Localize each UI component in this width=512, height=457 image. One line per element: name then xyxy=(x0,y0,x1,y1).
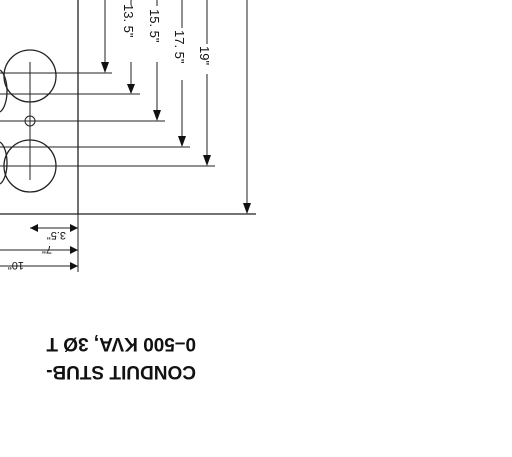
dim-text-13-5: 13. 5" xyxy=(121,4,136,38)
dim-text-15-5: 15. 5" xyxy=(147,9,162,43)
dim-arrow-3-5-left xyxy=(30,224,38,232)
conduit-circle-left-lower xyxy=(0,141,8,185)
title-line-1: CONDUIT STUB- xyxy=(46,361,196,382)
dim-text-7: 7" xyxy=(42,243,52,255)
dim-text-17-5: 17. 5" xyxy=(172,30,187,64)
title-line-2: 0–500 KVA, 3Ø T xyxy=(46,333,196,354)
dim-arrow-17-5 xyxy=(178,136,186,147)
dim-text-19: 19" xyxy=(197,46,212,65)
dim-arrow-15-5 xyxy=(153,110,161,121)
dim-arrow-19 xyxy=(203,155,211,166)
dim-arrow-partial xyxy=(101,62,109,73)
dim-arrow-10-right xyxy=(70,262,78,270)
dim-arrow-7-right xyxy=(70,246,78,254)
dim-arrow-overall xyxy=(243,203,251,214)
dim-arrow-13-5 xyxy=(127,84,135,94)
dim-text-10: 10" xyxy=(8,259,24,271)
dim-arrow-3-5-right xyxy=(70,224,78,232)
dim-text-3-5: 3.5" xyxy=(47,229,66,241)
